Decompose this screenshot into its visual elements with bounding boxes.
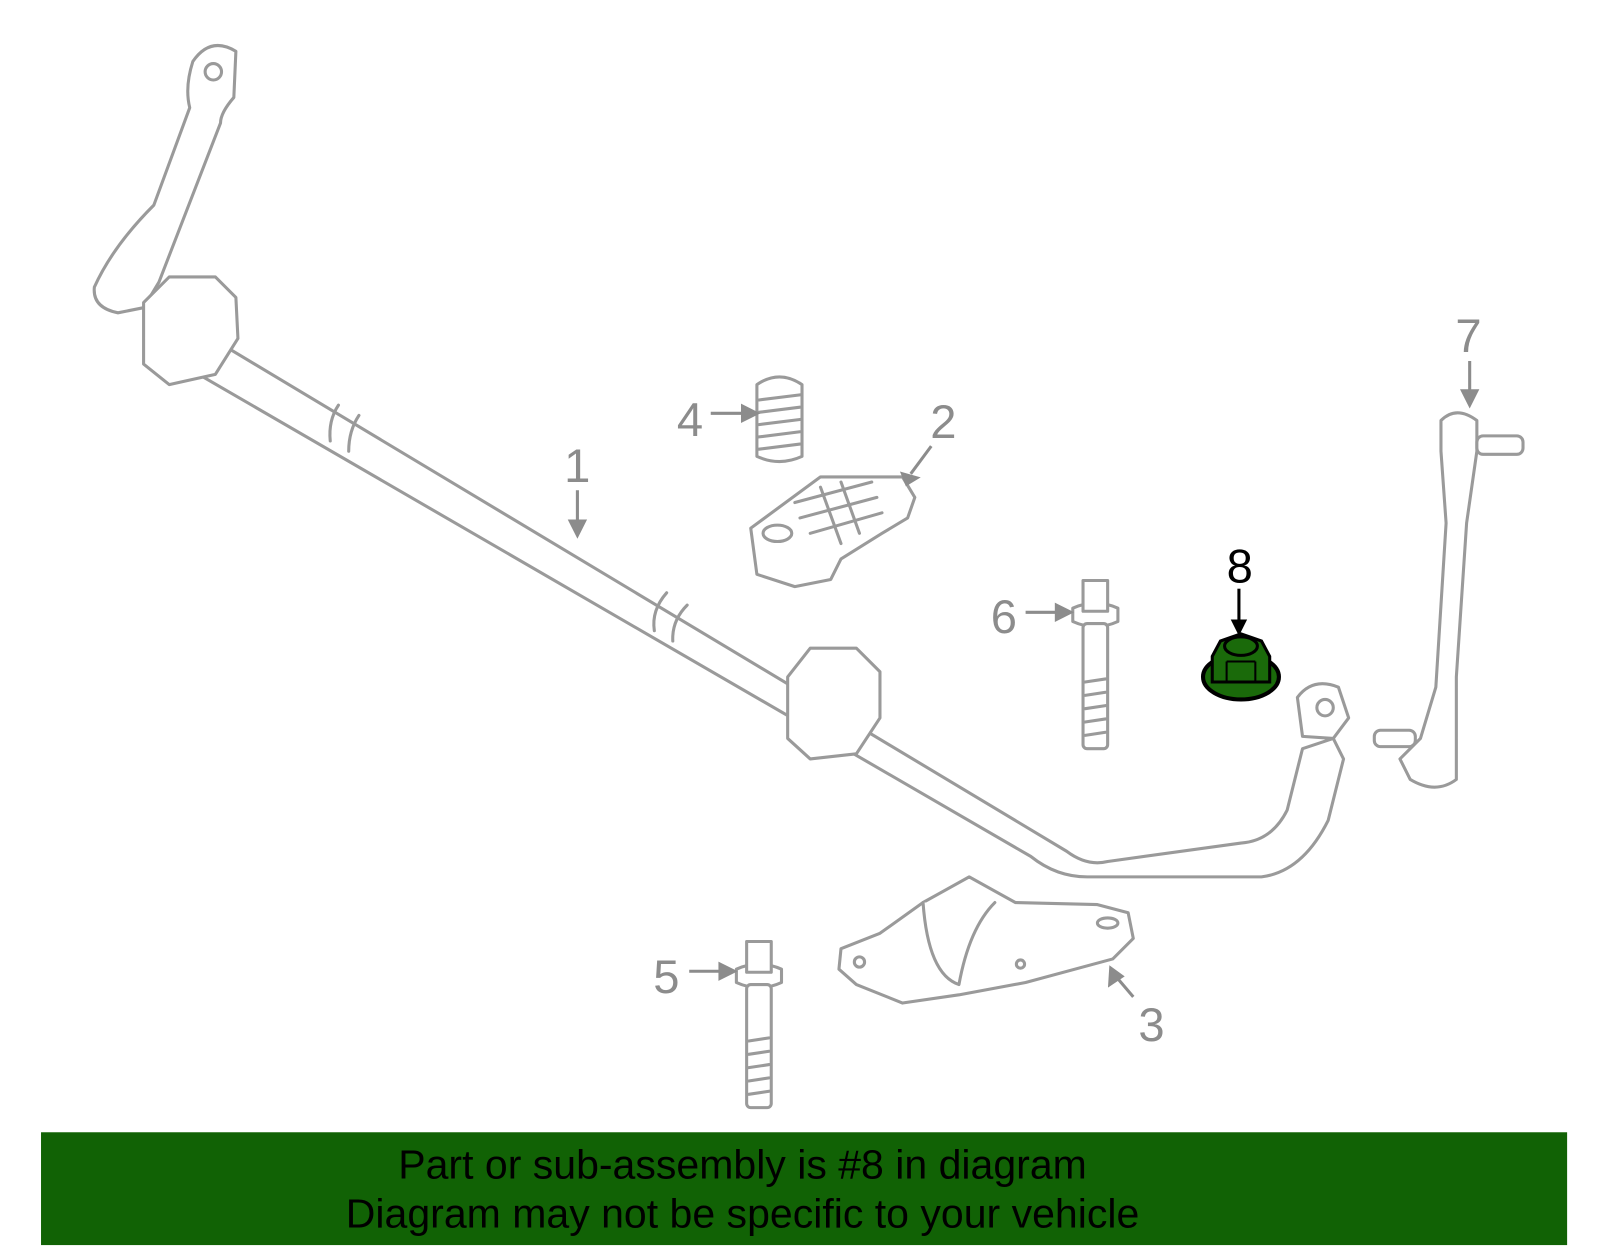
callout-5: 5 <box>653 950 679 1003</box>
diagram-drawing: 1 2 3 4 5 6 7 8 <box>92 43 1525 1110</box>
stabilizer-bar <box>92 43 1351 879</box>
part-6-bolt <box>1071 578 1120 751</box>
part-5-bolt <box>734 939 784 1110</box>
callout-arrows <box>567 361 1480 998</box>
part-info-banner: Part or sub-assembly is #8 in diagram Di… <box>41 1132 1568 1246</box>
callout-4: 4 <box>677 393 703 446</box>
part-2-clamp <box>749 475 917 589</box>
part-8-nut <box>1200 632 1281 702</box>
part-4-bushing <box>755 375 804 464</box>
callout-3: 3 <box>1138 998 1164 1051</box>
banner-line-disclaimer: Diagram may not be specific to your vehi… <box>345 1191 1140 1237</box>
callout-8: 8 <box>1227 540 1253 593</box>
callout-7: 7 <box>1455 309 1481 362</box>
callout-2: 2 <box>930 395 956 448</box>
callout-arrow-8 <box>1230 588 1248 636</box>
part-7-link <box>1372 411 1525 789</box>
banner-line-part: Part or sub-assembly is #8 in diagram <box>398 1142 1087 1188</box>
callout-1: 1 <box>564 439 590 492</box>
part-3-bracket <box>837 875 1135 1005</box>
callout-6: 6 <box>991 590 1017 643</box>
